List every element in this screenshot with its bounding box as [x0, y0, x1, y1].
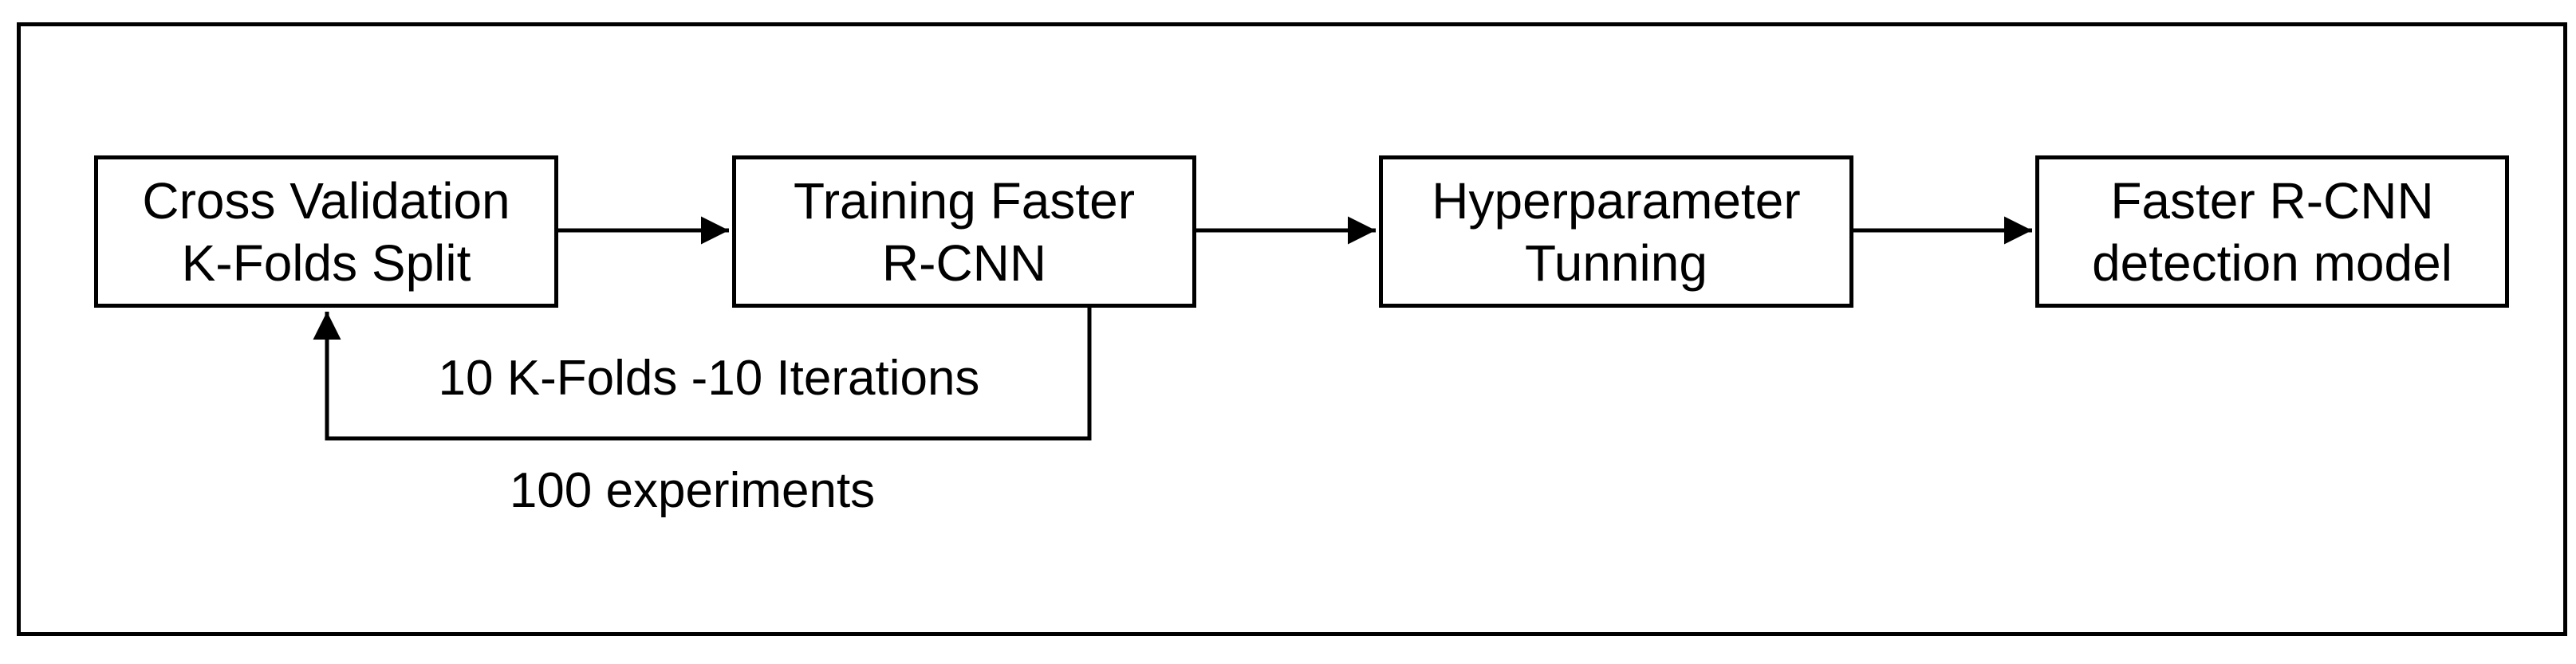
node-label-line: K-Folds Split — [181, 234, 471, 292]
node-faster-rcnn-detection-model: Faster R-CNN detection model — [2035, 155, 2509, 308]
node-label-line: Tunning — [1525, 234, 1707, 292]
node-label-line: Faster R-CNN — [2110, 171, 2434, 230]
diagram-border — [17, 22, 2567, 636]
feedback-loop-sublabel: 100 experiments — [509, 463, 876, 518]
node-label-line: Training Faster — [794, 171, 1135, 230]
node-training-faster-rcnn: Training Faster R-CNN — [732, 155, 1196, 308]
node-label-line: Cross Validation — [142, 171, 510, 230]
node-label-line: R-CNN — [881, 234, 1047, 292]
node-cross-validation-k-folds-split: Cross Validation K-Folds Split — [94, 155, 558, 308]
node-hyperparameter-tunning: Hyperparameter Tunning — [1379, 155, 1853, 308]
feedback-loop-arrow — [313, 306, 1092, 441]
node-label-line: detection model — [2092, 234, 2452, 292]
node-label-line: Hyperparameter — [1432, 171, 1801, 230]
feedback-loop-label: 10 K-Folds -10 Iterations — [438, 351, 980, 406]
